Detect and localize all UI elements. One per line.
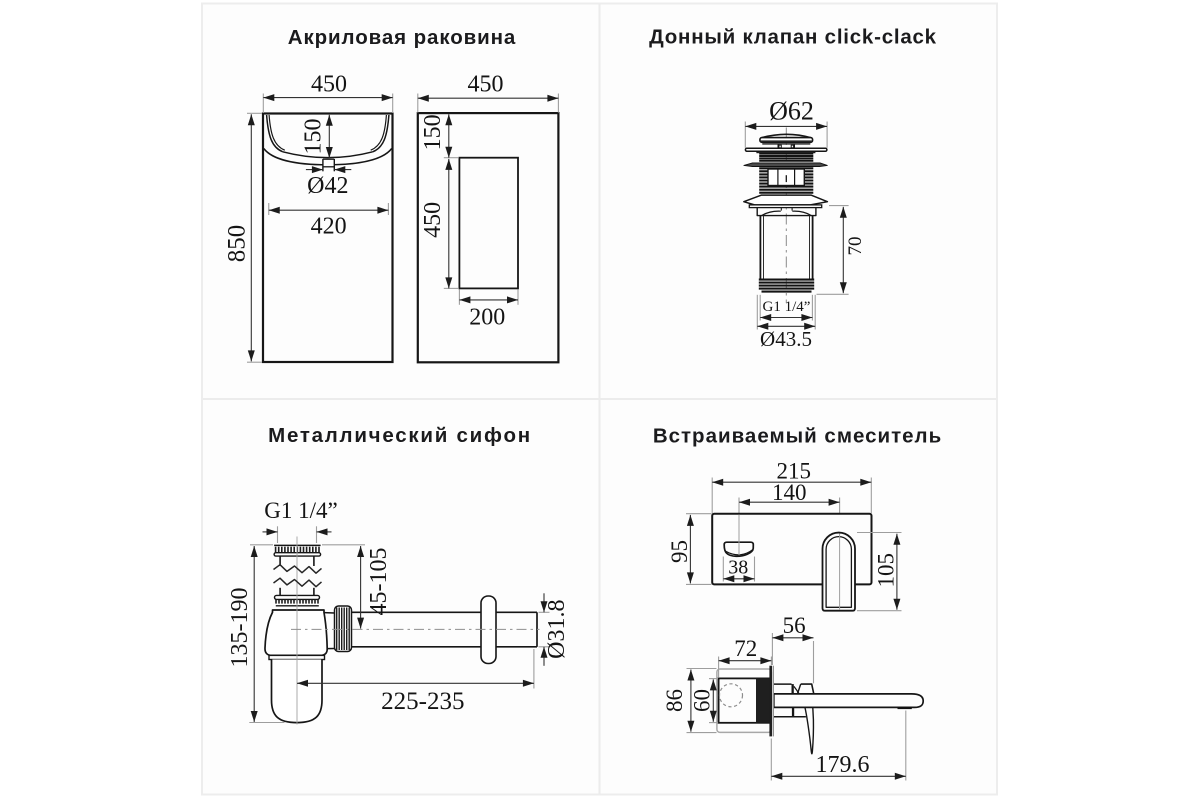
svg-text:Встраиваемый смеситель: Встраиваемый смеситель <box>653 424 942 447</box>
svg-text:850: 850 <box>224 225 251 263</box>
svg-text:38: 38 <box>728 556 748 578</box>
svg-text:G1 1/4”: G1 1/4” <box>264 498 337 523</box>
svg-text:135-190: 135-190 <box>227 588 253 668</box>
svg-text:200: 200 <box>469 305 505 331</box>
svg-text:86: 86 <box>662 689 687 712</box>
svg-text:150: 150 <box>420 114 446 150</box>
svg-text:95: 95 <box>667 540 692 563</box>
svg-text:Донный клапан click-clack: Донный клапан click-clack <box>649 26 937 49</box>
svg-text:Металлический сифон: Металлический сифон <box>268 424 532 447</box>
svg-text:450: 450 <box>311 72 347 98</box>
svg-text:Ø42: Ø42 <box>307 173 348 199</box>
svg-text:450: 450 <box>420 202 446 238</box>
svg-text:56: 56 <box>783 613 806 638</box>
svg-text:215: 215 <box>777 459 812 484</box>
svg-text:G1 1/4”: G1 1/4” <box>763 299 811 315</box>
svg-text:225-235: 225-235 <box>381 688 464 715</box>
svg-text:105: 105 <box>874 553 899 588</box>
svg-text:72: 72 <box>734 636 757 661</box>
svg-text:150: 150 <box>300 119 326 155</box>
svg-text:179.6: 179.6 <box>816 752 870 778</box>
svg-text:Ø43.5: Ø43.5 <box>760 327 812 351</box>
svg-text:70: 70 <box>845 237 866 256</box>
svg-text:140: 140 <box>772 480 807 505</box>
svg-text:Ø31.8: Ø31.8 <box>544 600 570 659</box>
svg-text:Акриловая раковина: Акриловая раковина <box>288 26 516 49</box>
svg-text:450: 450 <box>468 72 504 98</box>
svg-text:45-105: 45-105 <box>366 548 392 616</box>
svg-text:60: 60 <box>690 689 715 712</box>
svg-text:420: 420 <box>311 213 347 239</box>
svg-text:Ø62: Ø62 <box>769 97 814 126</box>
